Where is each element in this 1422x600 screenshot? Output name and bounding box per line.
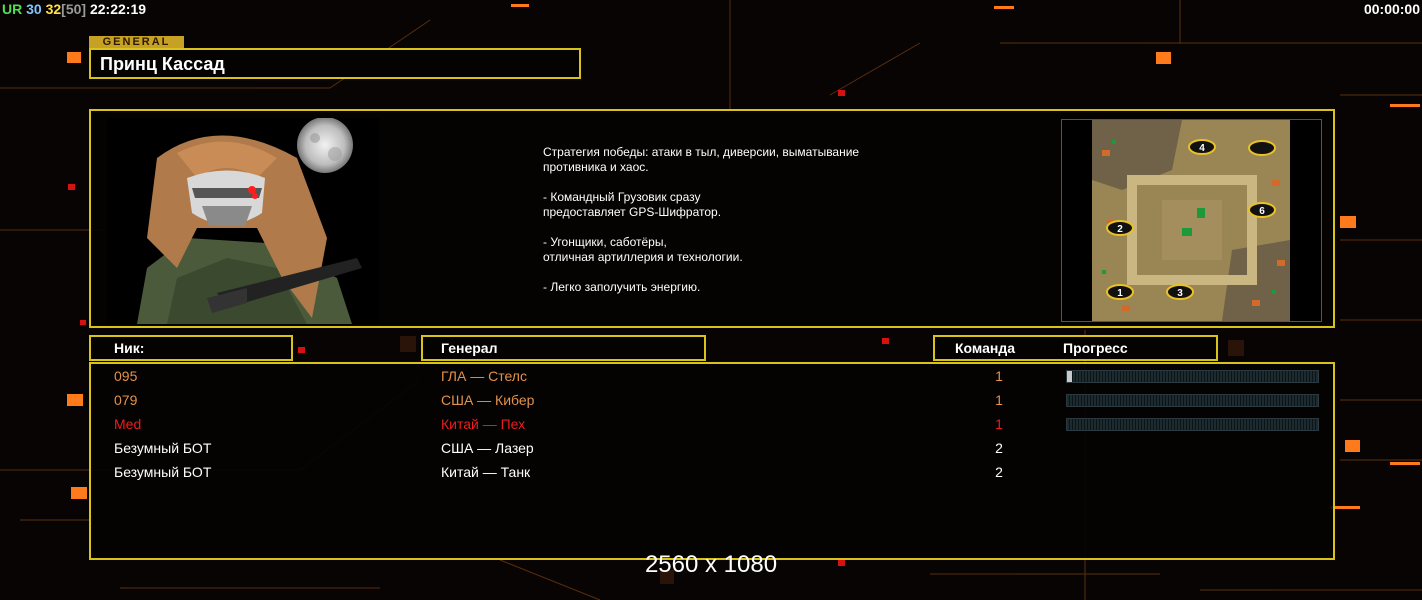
hud-fps-counter: UR 30 32[50] 22:22:19	[2, 1, 146, 17]
general-title-box: Принц Кассад	[89, 48, 581, 79]
player-general: ГЛА — Стелс	[441, 368, 527, 384]
player-row: Безумный БОТ США — Лазер 2	[91, 437, 1333, 461]
player-nick: 079	[114, 392, 138, 408]
player-progress-bar	[1066, 394, 1319, 407]
game-timer: 00:00:00	[1363, 1, 1420, 17]
general-name: Принц Кассад	[100, 54, 225, 74]
description-line-1: Стратегия победы: атаки в тыл, диверсии,…	[543, 145, 860, 174]
player-team: 1	[995, 392, 1003, 408]
player-general: Китай — Пех	[441, 416, 526, 432]
player-nick: Безумный БОТ	[114, 440, 212, 456]
player-nick: Безумный БОТ	[114, 464, 212, 480]
player-general: Китай — Танк	[441, 464, 531, 480]
minimap-slot-3: 3	[1177, 288, 1183, 299]
player-team: 1	[995, 416, 1003, 432]
description-line-2: - Командный Грузовик сразу предоставляет…	[543, 190, 722, 219]
description-line-4: - Легко заполучить энергию.	[543, 280, 701, 294]
player-progress-bar	[1066, 418, 1319, 431]
player-row: 095 ГЛА — Стелс 1	[91, 365, 1333, 389]
description-line-3: - Угонщики, саботёры, отличная артиллери…	[543, 235, 743, 264]
player-team: 2	[995, 464, 1003, 480]
player-nick: 095	[114, 368, 138, 384]
player-nick: Med	[114, 416, 142, 432]
player-progress-fill	[1067, 371, 1073, 382]
team-progress-header: Команда Прогресс	[933, 335, 1218, 361]
minimap-slot-6: 6	[1259, 206, 1265, 217]
player-row: Med Китай — Пех 1	[91, 413, 1333, 437]
player-progress-bar	[1066, 370, 1319, 383]
hud-ur: UR	[2, 1, 23, 17]
general-portrait	[107, 118, 379, 324]
player-team: 1	[995, 368, 1003, 384]
player-general: США — Кибер	[441, 392, 535, 408]
player-general: США — Лазер	[441, 440, 534, 456]
hud-value-1: 30	[26, 1, 42, 17]
team-header-label: Команда	[955, 340, 1015, 356]
nick-header: Ник:	[89, 335, 293, 361]
player-row: Безумный БОТ Китай — Танк 2	[91, 461, 1333, 485]
nick-header-label: Ник:	[114, 340, 145, 356]
player-row: 079 США — Кибер 1	[91, 389, 1333, 413]
hud-value-3: [50]	[61, 1, 87, 17]
general-header: Генерал	[421, 335, 706, 361]
general-description: Стратегия победы: атаки в тыл, диверсии,…	[543, 145, 963, 310]
general-header-label: Генерал	[441, 340, 498, 356]
resolution-label: 2560 x 1080	[644, 551, 778, 578]
hud-value-2: 32	[45, 1, 62, 17]
general-tag: GENERAL	[89, 36, 184, 48]
hud-clock: 22:22:19	[89, 1, 147, 17]
minimap-slot-2: 2	[1117, 224, 1123, 235]
minimap-slot-4: 4	[1199, 143, 1205, 154]
minimap: 1 2 3 4 6	[1061, 119, 1322, 322]
progress-header-label: Прогресс	[1063, 340, 1128, 356]
player-team: 2	[995, 440, 1003, 456]
minimap-slot-1: 1	[1117, 288, 1123, 299]
general-info-panel: Стратегия победы: атаки в тыл, диверсии,…	[89, 109, 1335, 328]
